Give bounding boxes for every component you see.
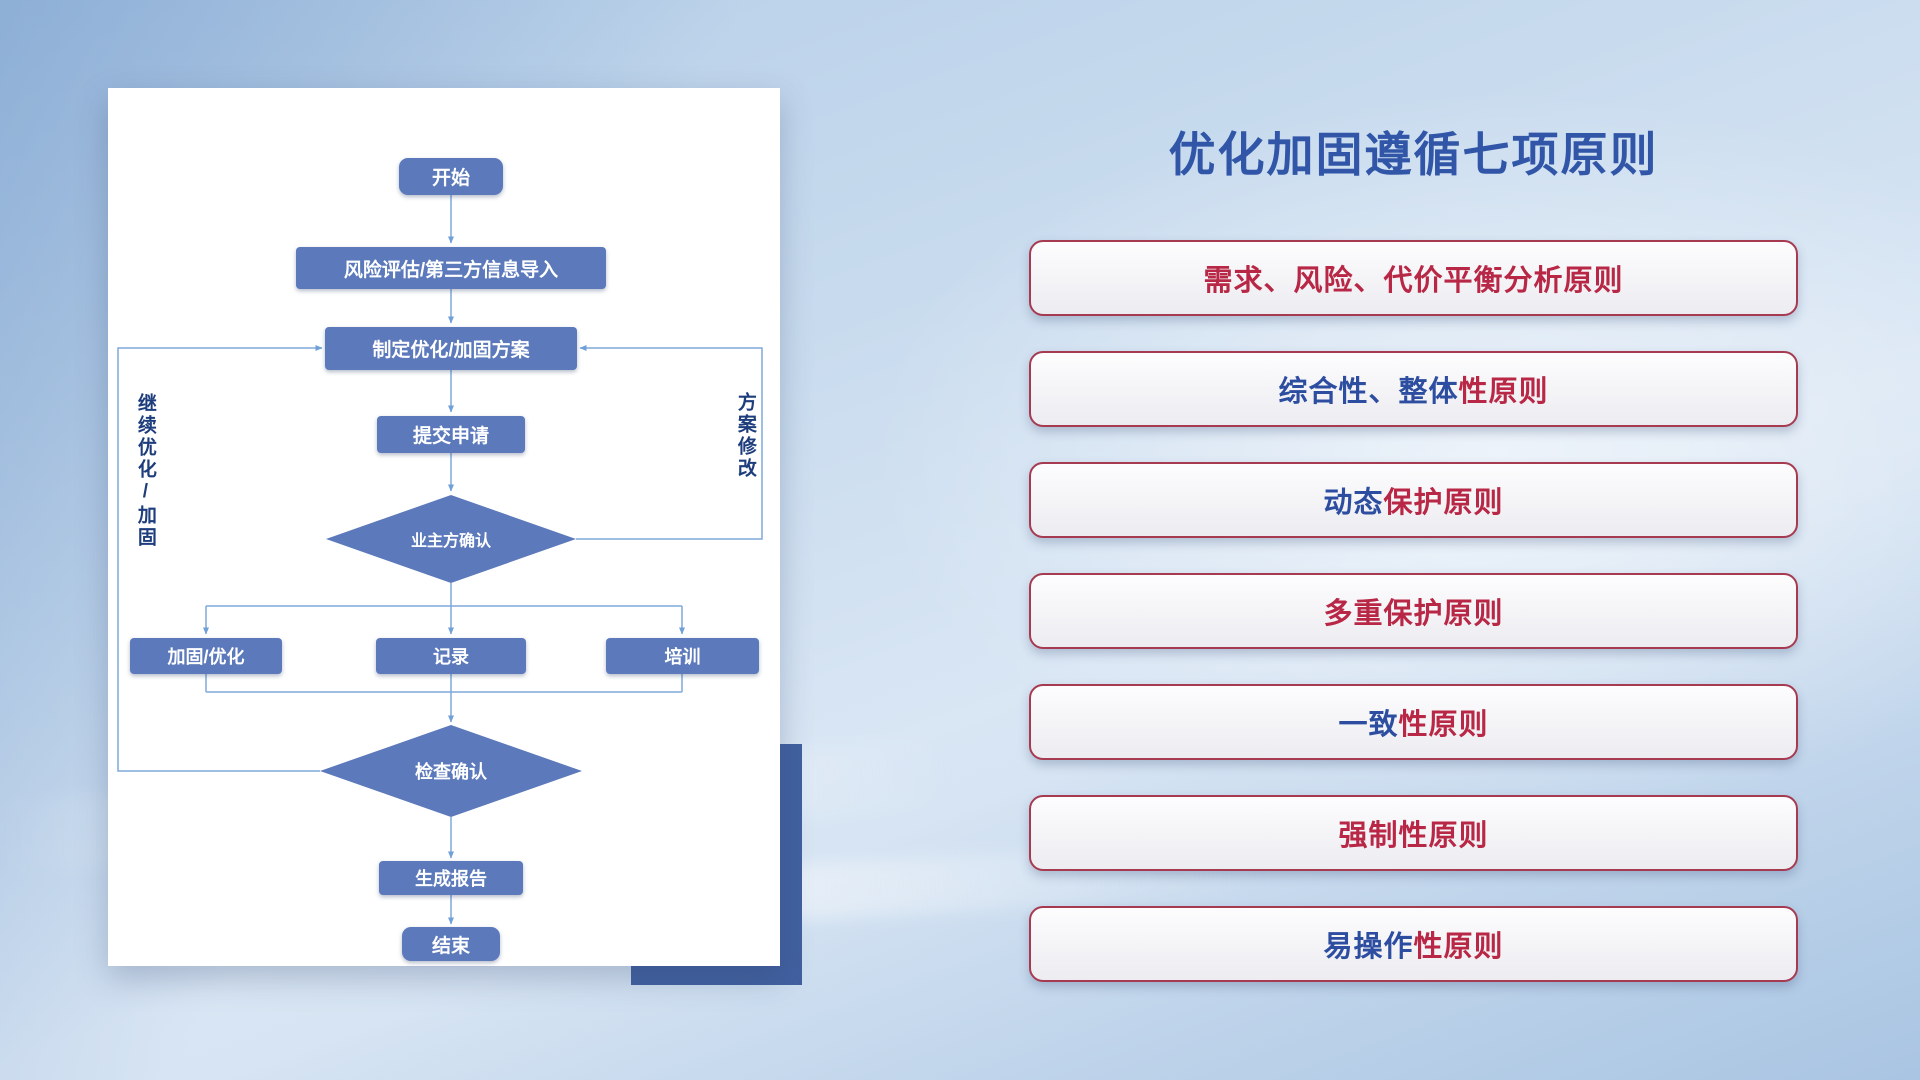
principle-box: 强制性原则 — [1029, 795, 1798, 871]
principle-text-segment: 性原则 — [1458, 376, 1549, 408]
flow-node-record: 记录 — [376, 638, 526, 674]
principle-box: 动态保护原则 — [1029, 462, 1798, 538]
page-title: 优化加固遵循七项原则 — [1168, 128, 1659, 181]
principle-box: 需求、风险、代价平衡分析原则 — [1029, 240, 1798, 316]
principle-box: 综合性、整体性原则 — [1029, 351, 1798, 427]
principle-box: 多重保护原则 — [1029, 573, 1798, 649]
principle-text-segment: 多重保护原则 — [1323, 598, 1504, 630]
flow-node-submit-application: 提交申请 — [377, 416, 525, 453]
loop-label-plan-modify: 方案修改 — [734, 392, 756, 480]
flow-node-end: 结束 — [402, 927, 500, 961]
principle-text-segment: 综合性、整体 — [1278, 376, 1459, 408]
principle-text-segment: 动态 — [1323, 487, 1384, 519]
principle-text-segment: 保护原则 — [1383, 487, 1504, 519]
flow-node-generate-report: 生成报告 — [379, 861, 523, 895]
flow-node-harden-optimize: 加固/优化 — [130, 638, 282, 674]
flowchart-card: 开始 风险评估/第三方信息导入 制定优化/加固方案 提交申请 业主方确认 加固/… — [108, 88, 780, 966]
flow-node-start: 开始 — [399, 158, 503, 195]
principle-box: 易操作性原则 — [1029, 906, 1798, 982]
principles-list: 需求、风险、代价平衡分析原则综合性、整体性原则动态保护原则多重保护原则一致性原则… — [1029, 240, 1798, 1017]
principle-text-segment: 性原则 — [1413, 931, 1504, 963]
flow-node-risk-assessment: 风险评估/第三方信息导入 — [296, 247, 606, 289]
flow-node-make-plan: 制定优化/加固方案 — [325, 327, 577, 370]
principle-text-segment: 强制性原则 — [1338, 820, 1489, 852]
loop-label-continue-optimize: 继续优化/加固 — [134, 393, 156, 549]
principle-text-segment: 性原则 — [1398, 709, 1489, 741]
principle-box: 一致性原则 — [1029, 684, 1798, 760]
principle-text-segment: 易操作 — [1323, 931, 1414, 963]
flow-node-training: 培训 — [606, 638, 759, 674]
principle-text-segment: 需求、风险、代价平衡分析原则 — [1203, 265, 1624, 297]
principle-text-segment: 一致 — [1338, 709, 1399, 741]
